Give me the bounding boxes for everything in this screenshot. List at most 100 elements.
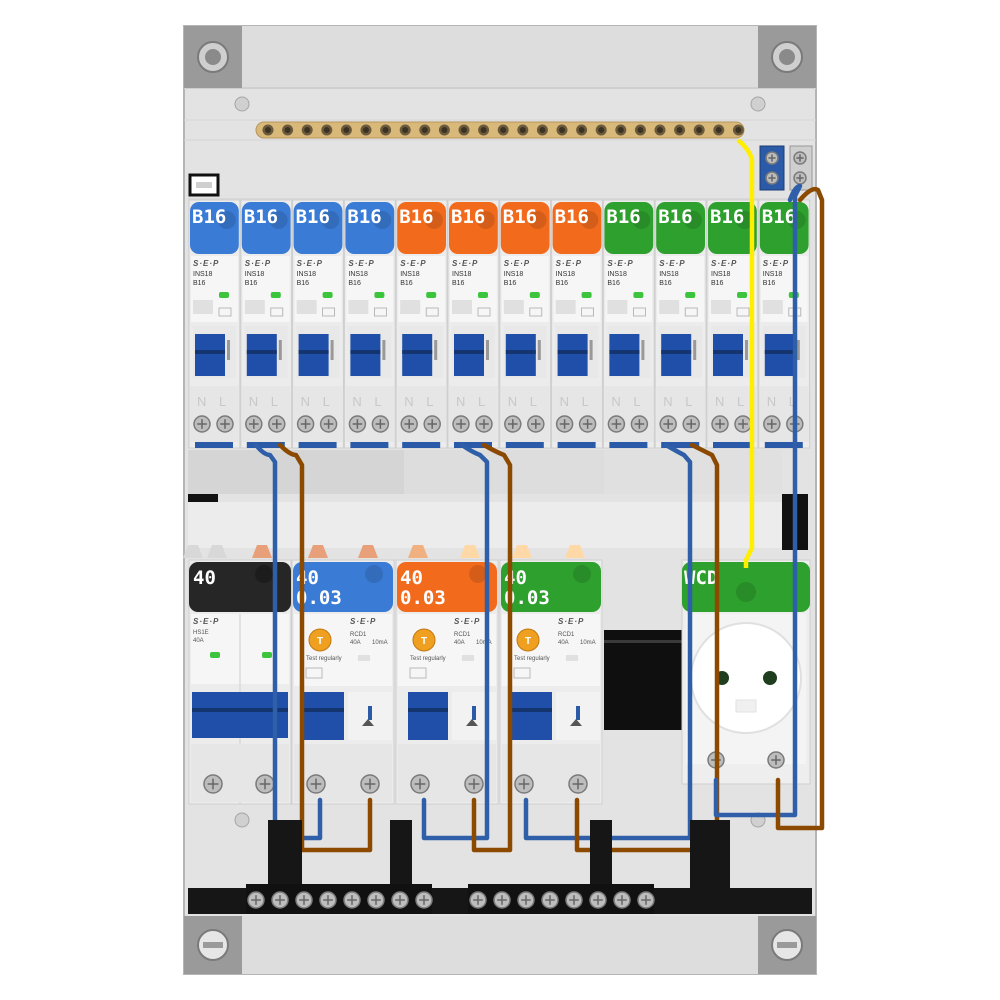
circuit-label-cap — [708, 202, 757, 254]
terminal-screw[interactable] — [306, 774, 326, 794]
terminal-screw[interactable] — [319, 415, 338, 433]
earth-terminal-screw[interactable] — [793, 151, 807, 165]
busbar-screw[interactable] — [674, 124, 686, 136]
terminal-screw[interactable] — [360, 774, 380, 794]
terminal-screw[interactable] — [371, 415, 390, 433]
busbar-screw[interactable] — [419, 124, 431, 136]
mcb-toggle[interactable] — [661, 334, 692, 376]
mcb-toggle[interactable] — [195, 334, 225, 376]
terminal-screw[interactable] — [203, 774, 223, 794]
terminal-screw[interactable] — [423, 415, 441, 433]
busbar-screw[interactable] — [634, 124, 646, 136]
power-outlet[interactable] — [690, 622, 802, 734]
mcb-toggle[interactable] — [350, 334, 381, 376]
terminal-screw[interactable] — [475, 415, 493, 433]
busbar-screw[interactable] — [615, 124, 627, 136]
earth-terminal-screw[interactable] — [793, 171, 807, 185]
mcb-toggle[interactable] — [454, 334, 484, 376]
terminal-screw[interactable] — [504, 415, 522, 433]
busbar-screw[interactable] — [321, 124, 333, 136]
neutral-bar-screw[interactable] — [517, 891, 535, 909]
rcd-test-button[interactable]: T — [412, 628, 436, 652]
terminal-screw[interactable] — [555, 415, 574, 433]
busbar-screw[interactable] — [654, 124, 666, 136]
mcb-toggle[interactable] — [246, 334, 277, 376]
terminal-screw[interactable] — [659, 415, 677, 433]
mcb-toggle[interactable] — [505, 334, 536, 376]
rcd-toggle[interactable] — [408, 692, 448, 740]
neutral-bar-screw[interactable] — [469, 891, 487, 909]
neutral-bar-screw[interactable] — [541, 891, 559, 909]
neutral-bar-screw[interactable] — [319, 891, 337, 909]
mcb-toggle[interactable] — [764, 334, 795, 376]
busbar-screw[interactable] — [497, 124, 509, 136]
neutral-bar-screw[interactable] — [271, 891, 289, 909]
terminal-screw[interactable] — [268, 415, 286, 433]
mcb-toggle[interactable] — [609, 334, 640, 376]
neutral-bar-screw[interactable] — [391, 891, 409, 909]
busbar-screw[interactable] — [282, 124, 294, 136]
neutral-bar-screw[interactable] — [415, 891, 433, 909]
busbar-screw[interactable] — [576, 124, 588, 136]
terminal-screw[interactable] — [607, 415, 626, 433]
terminal-screw[interactable] — [578, 415, 597, 433]
terminal-screw[interactable] — [348, 415, 367, 433]
terminal-screw[interactable] — [514, 774, 534, 794]
terminal-screw[interactable] — [296, 415, 315, 433]
busbar-screw[interactable] — [262, 124, 274, 136]
terminal-screw[interactable] — [410, 774, 430, 794]
busbar-screw[interactable] — [380, 124, 392, 136]
busbar-screw[interactable] — [438, 124, 450, 136]
terminal-screw[interactable] — [682, 415, 700, 433]
terminal-screw[interactable] — [245, 415, 263, 433]
terminal-screw[interactable] — [193, 415, 211, 433]
terminal-screw[interactable] — [734, 415, 752, 433]
terminal-screw[interactable] — [400, 415, 418, 433]
terminal-screw[interactable] — [452, 415, 470, 433]
busbar-screw[interactable] — [301, 124, 313, 136]
neutral-bar-screw[interactable] — [247, 891, 265, 909]
main-switch-toggle[interactable] — [192, 692, 288, 738]
neutral-bar-screw[interactable] — [493, 891, 511, 909]
terminal-screw[interactable] — [763, 415, 781, 433]
rcd-toggle[interactable] — [304, 692, 344, 740]
mcb-toggle[interactable] — [402, 334, 433, 376]
busbar-screw[interactable] — [536, 124, 548, 136]
terminal-screw[interactable] — [527, 415, 545, 433]
mcb-toggle[interactable] — [557, 334, 588, 376]
rcd-test-button[interactable]: T — [308, 628, 332, 652]
busbar-screw[interactable] — [595, 124, 607, 136]
comb-busbar-tooth — [460, 545, 480, 558]
terminal-screw[interactable] — [216, 415, 234, 433]
busbar-screw[interactable] — [340, 124, 352, 136]
neutral-bar-screw[interactable] — [565, 891, 583, 909]
busbar-screw[interactable] — [517, 124, 529, 136]
busbar-screw[interactable] — [478, 124, 490, 136]
neutral-bar-screw[interactable] — [589, 891, 607, 909]
busbar-screw[interactable] — [556, 124, 568, 136]
busbar-screw[interactable] — [458, 124, 470, 136]
neutral-bar-screw[interactable] — [295, 891, 313, 909]
neutral-bar-screw[interactable] — [637, 891, 655, 909]
busbar-screw[interactable] — [732, 124, 744, 136]
rcd-test-button[interactable]: T — [516, 628, 540, 652]
busbar-screw[interactable] — [360, 124, 372, 136]
rcd-toggle[interactable] — [512, 692, 552, 740]
earth-terminal-block[interactable] — [759, 145, 813, 191]
busbar-screw[interactable] — [713, 124, 725, 136]
busbar-screw[interactable] — [399, 124, 411, 136]
mcb-toggle[interactable] — [713, 334, 743, 376]
busbar-screw[interactable] — [693, 124, 705, 136]
neutral-bar-screw[interactable] — [367, 891, 385, 909]
terminal-screw[interactable] — [464, 774, 484, 794]
terminal-screw[interactable] — [630, 415, 649, 433]
neutral-bar-screw[interactable] — [343, 891, 361, 909]
earth-terminal-screw[interactable] — [765, 171, 779, 185]
terminal-screw[interactable] — [568, 774, 588, 794]
mcb-toggle[interactable] — [298, 334, 329, 376]
terminal-screw[interactable] — [255, 774, 275, 794]
terminal-screw[interactable] — [767, 751, 785, 769]
neutral-bar-screw[interactable] — [613, 891, 631, 909]
earth-terminal-screw[interactable] — [765, 151, 779, 165]
terminal-screw[interactable] — [711, 415, 729, 433]
